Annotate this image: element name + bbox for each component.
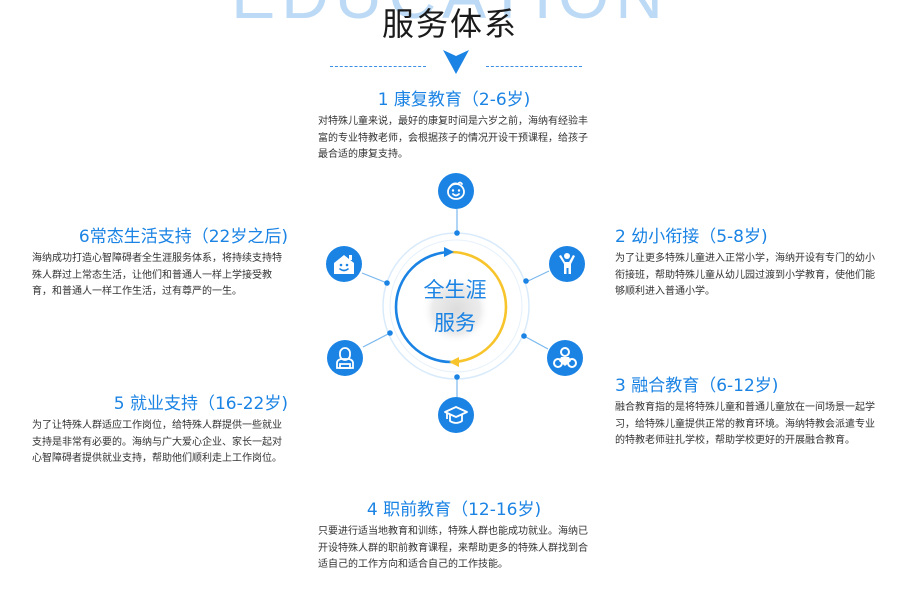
home-smile-icon <box>334 255 354 274</box>
center-label-line1: 全生涯 <box>423 278 487 302</box>
stage-6-heading: 6常态生活支持（22岁之后) <box>78 227 288 247</box>
stage-1-desc: 对特殊儿童来说，最好的康复时间是六岁之前，海纳有经验丰富的专业特教老师，会根据孩… <box>318 116 588 160</box>
stage-3-desc: 融合教育指的是将特殊儿童和普通儿童放在一间场景一起学习，给特殊儿童提供正常的教育… <box>615 402 875 446</box>
stage-5-node[interactable] <box>327 340 363 376</box>
stage-1-heading: 1 康复教育（2-6岁) <box>377 90 531 110</box>
stage-5-heading: 5 就业支持（16-22岁) <box>113 394 288 414</box>
graduation-cap-icon <box>444 406 468 424</box>
stage-3-heading: 3 融合教育（6-12岁) <box>615 376 779 396</box>
stage-3-node[interactable] <box>547 340 583 376</box>
stage-2-heading: 2 幼小衔接（5-8岁) <box>615 227 768 247</box>
stage-5-block: 5 就业支持（16-22岁) 为了让特殊人群适应工作岗位，给特殊人群提供一些就业… <box>32 393 288 468</box>
group-icon <box>553 347 577 368</box>
stage-3-block: 3 融合教育（6-12岁) 融合教育指的是将特殊儿童和普通儿童放在一间场景一起学… <box>615 375 877 450</box>
diagram-rings <box>361 209 550 400</box>
stage-2-node[interactable] <box>549 246 585 282</box>
divider-left <box>330 66 426 67</box>
stage-4-heading: 4 职前教育（12-16岁) <box>366 500 542 520</box>
worker-icon <box>336 347 354 369</box>
center-label-line2: 服务 <box>434 311 476 335</box>
stage-6-block: 6常态生活支持（22岁之后) 海纳成功打造心智障碍者全生涯服务体系，将持续支持特… <box>32 226 288 301</box>
child-arms-up-icon <box>559 253 575 274</box>
stage-2-desc: 为了让更多特殊儿童进入正常小学，海纳开设有专门的幼小衔接班，帮助特殊儿童从幼儿园… <box>615 253 875 297</box>
center-label: 全生涯 服务 <box>415 274 495 340</box>
stage-1-node[interactable] <box>438 173 474 209</box>
stage-1-block: 1 康复教育（2-6岁) 对特殊儿童来说，最好的康复时间是六岁之前，海纳有经验丰… <box>318 89 590 164</box>
divider-right <box>486 66 582 67</box>
stage-4-block: 4 职前教育（12-16岁) 只要进行适当地教育和训练，特殊人群也能成功就业。海… <box>318 499 590 574</box>
stage-5-desc: 为了让特殊人群适应工作岗位，给特殊人群提供一些就业支持是非常有必要的。海纳与广大… <box>32 420 282 464</box>
stage-4-desc: 只要进行适当地教育和训练，特殊人群也能成功就业。海纳已开设特殊人群的职前教育课程… <box>318 526 588 570</box>
stage-6-node[interactable] <box>326 246 362 282</box>
stage-2-block: 2 幼小衔接（5-8岁) 为了让更多特殊儿童进入正常小学，海纳开设有专门的幼小衔… <box>615 226 877 301</box>
background-watermark-word: EDUCATION <box>0 0 900 28</box>
stage-4-node[interactable] <box>438 397 474 433</box>
stage-6-desc: 海纳成功打造心智障碍者全生涯服务体系，将持续支持特殊人群过上常态生活，让他们和普… <box>32 253 282 297</box>
page-title: 服务体系 <box>381 5 518 43</box>
down-arrow-icon <box>443 50 469 74</box>
lifecycle-diagram: 全生涯 服务 <box>320 170 590 440</box>
child-face-icon <box>447 181 465 200</box>
